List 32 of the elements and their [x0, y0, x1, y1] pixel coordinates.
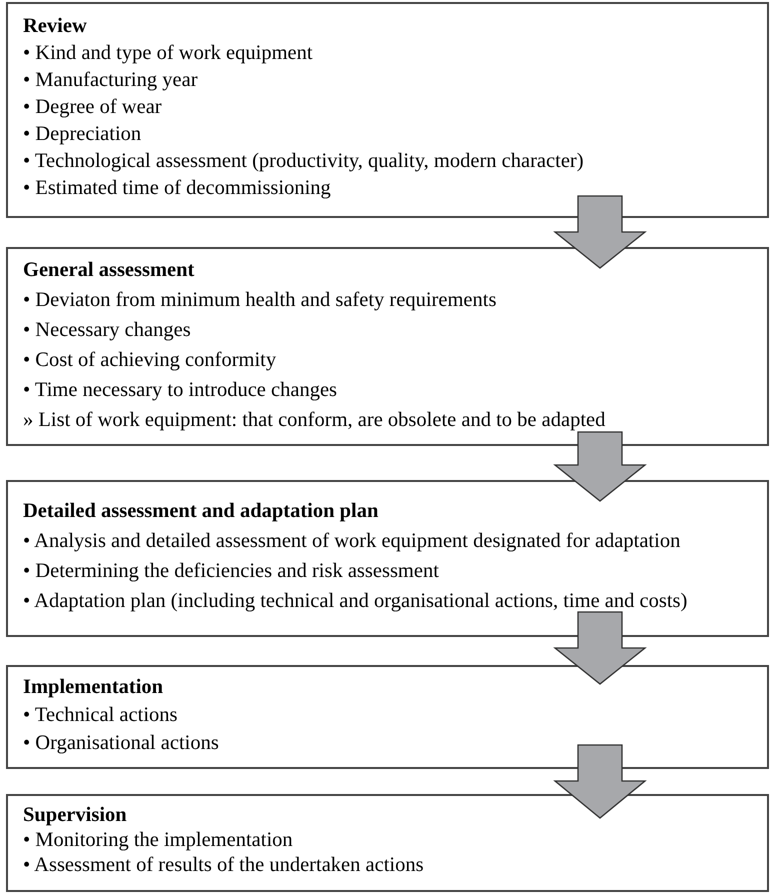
bullet-item: • Estimated time of decommissioning [23, 176, 331, 201]
bullet-item: • Assessment of results of the undertaken actions [23, 853, 424, 878]
box-heading: Detailed assessment and adaptation plan [23, 499, 378, 524]
bullet-item: • Analysis and detailed assessment of work equipment designated for adaptation [23, 529, 680, 554]
block-arrow [553, 195, 647, 269]
bullet-item: • Necessary changes [23, 318, 191, 343]
bullet-item: • Time necessary to introduce changes [23, 378, 338, 403]
bullet-item: • Technological assessment (productivity, quality, modern character) [23, 149, 584, 174]
box-heading: Review [23, 14, 87, 39]
bullet-item: • Determining the deficiencies and risk assessment [23, 559, 439, 584]
bullet-item: • Adaptation plan (including technical and organisational actions, time and costs) [23, 589, 688, 614]
bullet-item: » List of work equipment: that conform, are obsolete and to be adapted [23, 408, 606, 433]
process-box [6, 794, 769, 892]
box-heading: Supervision [23, 803, 127, 828]
bullet-item: • Degree of wear [23, 95, 162, 120]
box-heading: General assessment [23, 258, 194, 283]
bullet-item: • Deviaton from minimum health and safety requirements [23, 288, 496, 313]
block-arrow [553, 744, 647, 819]
bullet-item: • Manufacturing year [23, 68, 198, 93]
block-arrow [553, 431, 647, 502]
bullet-item: • Kind and type of work equipment [23, 41, 313, 66]
process-box [6, 665, 769, 769]
process-box [6, 480, 769, 637]
process-box [6, 2, 769, 218]
block-arrow [553, 611, 647, 685]
process-box [6, 247, 769, 446]
bullet-item: • Organisational actions [23, 731, 219, 756]
bullet-item: • Cost of achieving conformity [23, 348, 276, 373]
bullet-item: • Monitoring the implementation [23, 828, 293, 853]
bullet-item: • Technical actions [23, 703, 178, 728]
box-heading: Implementation [23, 675, 164, 700]
bullet-item: • Depreciation [23, 122, 142, 147]
